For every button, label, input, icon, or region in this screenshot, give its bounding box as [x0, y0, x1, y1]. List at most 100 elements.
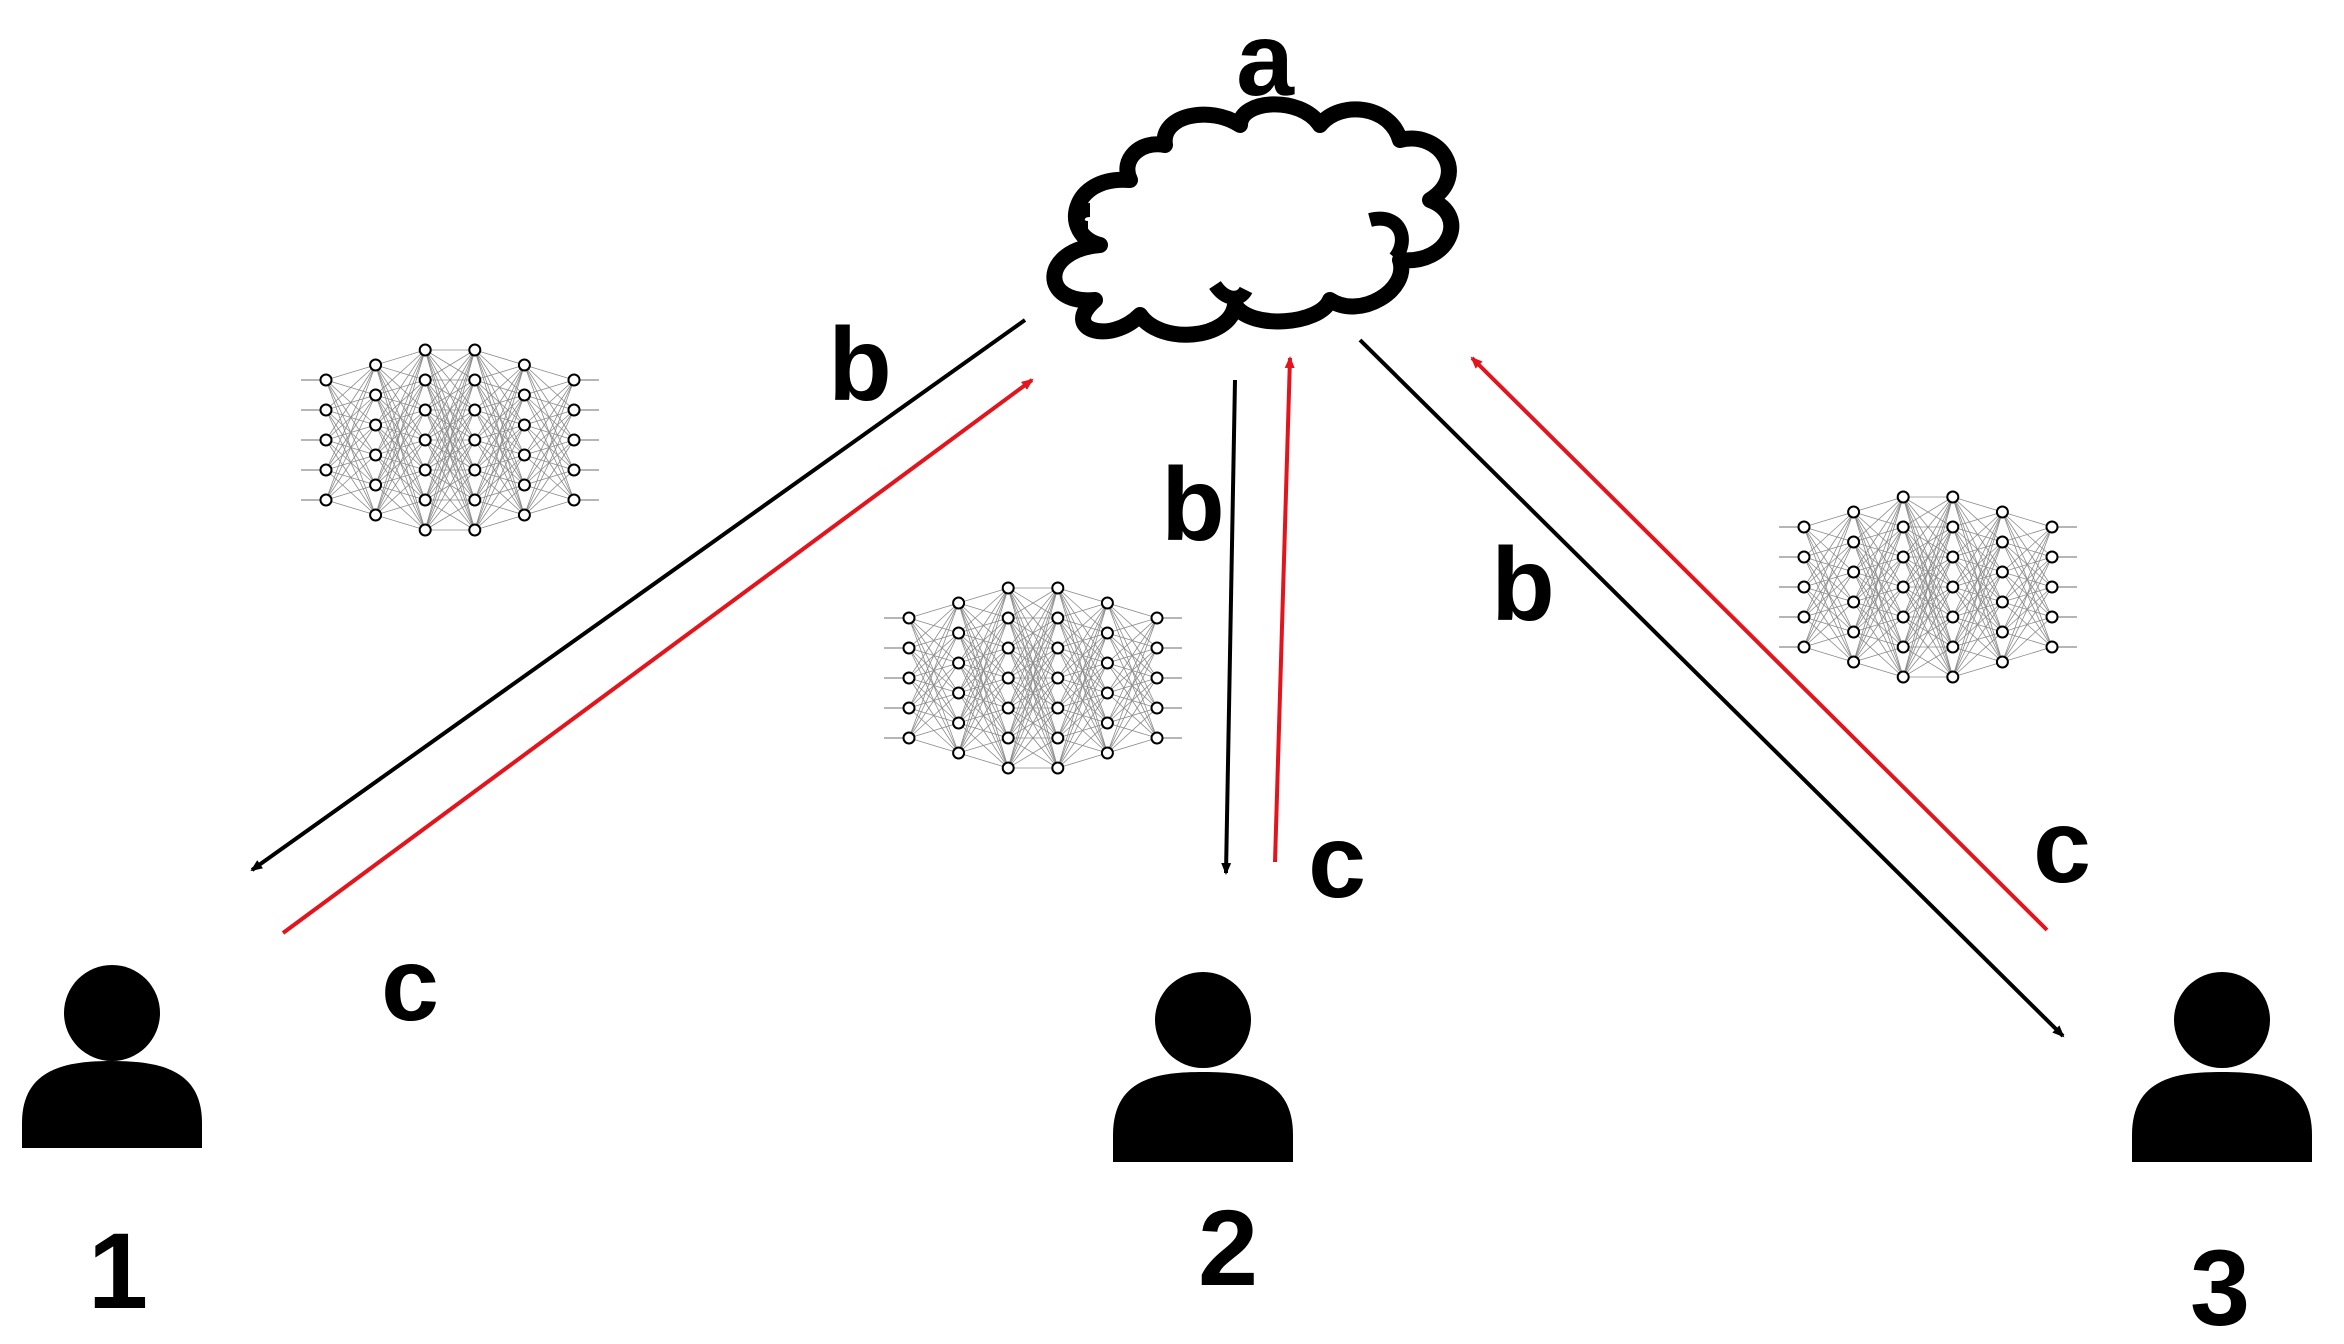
network-node: [319, 493, 333, 507]
network-node: [1896, 550, 1910, 564]
client-label-1: 1: [88, 1210, 148, 1331]
person-icon-client-3: [2132, 972, 2312, 1162]
upload-arrow-client-2: [1273, 356, 1295, 863]
network-node: [952, 596, 966, 610]
network-node: [1995, 625, 2009, 639]
network-node: [1797, 520, 1811, 534]
network-node: [517, 508, 531, 522]
broadcast-label-client-1: b: [828, 307, 892, 423]
network-node: [902, 701, 916, 715]
network-node: [1051, 701, 1065, 715]
server-label: a: [1236, 2, 1295, 118]
network-node: [418, 343, 432, 357]
network-node: [517, 418, 531, 432]
network-node: [1946, 640, 1960, 654]
network-node: [1847, 625, 1861, 639]
network-node: [1100, 626, 1114, 640]
network-node: [418, 403, 432, 417]
network-node: [369, 418, 383, 432]
network-node: [1995, 655, 2009, 669]
network-node: [517, 358, 531, 372]
network-node: [1150, 701, 1164, 715]
network-node: [1001, 761, 1015, 775]
network-node: [1001, 611, 1015, 625]
network-node: [1100, 656, 1114, 670]
network-node: [1946, 580, 1960, 594]
network-node: [1150, 671, 1164, 685]
network-node: [1051, 731, 1065, 745]
network-node: [517, 448, 531, 462]
network-node: [1847, 655, 1861, 669]
network-node: [1100, 686, 1114, 700]
network-node: [567, 373, 581, 387]
network-node: [468, 373, 482, 387]
network-node: [952, 626, 966, 640]
network-node: [517, 478, 531, 492]
network-node: [468, 403, 482, 417]
network-node: [369, 448, 383, 462]
network-node: [1001, 581, 1015, 595]
cloud-icon: [1046, 96, 1460, 343]
network-node: [1847, 505, 1861, 519]
network-node: [418, 463, 432, 477]
person-icon-client-1: [22, 965, 202, 1148]
network-node: [1051, 611, 1065, 625]
network-node: [1100, 596, 1114, 610]
network-node: [418, 523, 432, 537]
network-node: [1946, 670, 1960, 684]
network-node: [1847, 565, 1861, 579]
network-node: [1150, 611, 1164, 625]
network-node: [1995, 535, 2009, 549]
network-node: [1001, 671, 1015, 685]
network-node: [567, 463, 581, 477]
network-node: [1150, 731, 1164, 745]
network-node: [1100, 746, 1114, 760]
network-node: [567, 433, 581, 447]
network-node: [952, 746, 966, 760]
network-node: [369, 388, 383, 402]
network-node: [1001, 701, 1015, 715]
network-node: [952, 656, 966, 670]
network-node: [319, 373, 333, 387]
network-node: [319, 403, 333, 417]
network-node: [1051, 641, 1065, 655]
network-node: [1051, 671, 1065, 685]
network-node: [319, 433, 333, 447]
network-node: [2045, 640, 2059, 654]
person-icon-client-2: [1113, 972, 1293, 1162]
neural-network-icon-2: [884, 581, 1182, 775]
network-node: [952, 686, 966, 700]
network-node: [1797, 580, 1811, 594]
network-node: [1100, 716, 1114, 730]
network-node: [468, 343, 482, 357]
client-label-2: 2: [1198, 1187, 1258, 1308]
network-node: [2045, 610, 2059, 624]
upload-arrow-client-1: [281, 378, 1034, 935]
network-node: [418, 493, 432, 507]
network-node: [902, 641, 916, 655]
network-node: [2045, 550, 2059, 564]
client-label-3: 3: [2190, 1227, 2250, 1344]
network-node: [1051, 761, 1065, 775]
network-node: [369, 478, 383, 492]
upload-label-client-1: c: [381, 927, 439, 1043]
network-node: [1051, 581, 1065, 595]
network-node: [468, 493, 482, 507]
upload-arrow-client-3: [1470, 356, 2049, 932]
network-node: [1946, 550, 1960, 564]
broadcast-label-client-3: b: [1491, 527, 1555, 643]
network-node: [1995, 505, 2009, 519]
network-node: [1797, 610, 1811, 624]
network-node: [902, 671, 916, 685]
network-node: [1896, 640, 1910, 654]
network-node: [1001, 731, 1015, 745]
network-node: [1896, 670, 1910, 684]
network-node: [418, 433, 432, 447]
broadcast-arrow-client-1: [250, 318, 1027, 872]
broadcast-label-client-2: b: [1161, 447, 1225, 563]
network-node: [1150, 641, 1164, 655]
network-node: [517, 388, 531, 402]
network-node: [1847, 595, 1861, 609]
network-node: [1896, 580, 1910, 594]
